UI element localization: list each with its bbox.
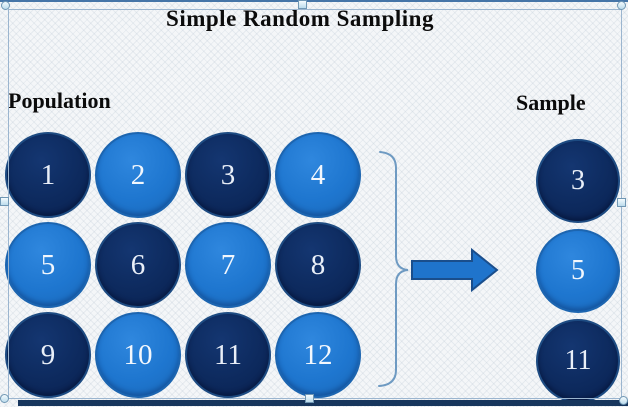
resize-handle-top-left[interactable] xyxy=(1,1,10,10)
resize-handle-bottom-left[interactable] xyxy=(0,394,9,403)
population-circle: 1 xyxy=(5,132,91,218)
population-circle: 10 xyxy=(95,312,181,398)
population-circle: 8 xyxy=(275,222,361,308)
resize-handle-top[interactable] xyxy=(298,0,307,9)
resize-handle-left[interactable] xyxy=(0,197,9,206)
population-circle: 7 xyxy=(185,222,271,308)
sample-label: Sample xyxy=(516,90,586,115)
population-circle: 12 xyxy=(275,312,361,398)
resize-handle-bottom-right[interactable] xyxy=(619,396,628,405)
sample-column: 3 5 11 xyxy=(536,139,620,403)
population-label: Population xyxy=(8,88,111,113)
population-circle: 11 xyxy=(185,312,271,398)
resize-handle-top-right[interactable] xyxy=(617,1,626,10)
sample-circle: 3 xyxy=(536,139,620,223)
population-circle: 3 xyxy=(185,132,271,218)
diagram-title: Simple Random Sampling xyxy=(166,6,434,31)
population-circle: 2 xyxy=(95,132,181,218)
population-circle: 4 xyxy=(275,132,361,218)
sample-circle: 5 xyxy=(536,229,620,313)
population-grid: 1 2 3 4 5 6 7 8 9 10 11 12 xyxy=(5,132,361,398)
resize-handle-bottom[interactable] xyxy=(305,394,314,403)
resize-handle-right[interactable] xyxy=(617,198,626,207)
population-circle: 9 xyxy=(5,312,91,398)
selection-frame[interactable] xyxy=(8,9,622,399)
population-circle: 6 xyxy=(95,222,181,308)
sample-circle: 11 xyxy=(536,319,620,403)
population-circle: 5 xyxy=(5,222,91,308)
picture-bottom-border xyxy=(18,400,628,406)
picture-top-border xyxy=(0,0,628,2)
